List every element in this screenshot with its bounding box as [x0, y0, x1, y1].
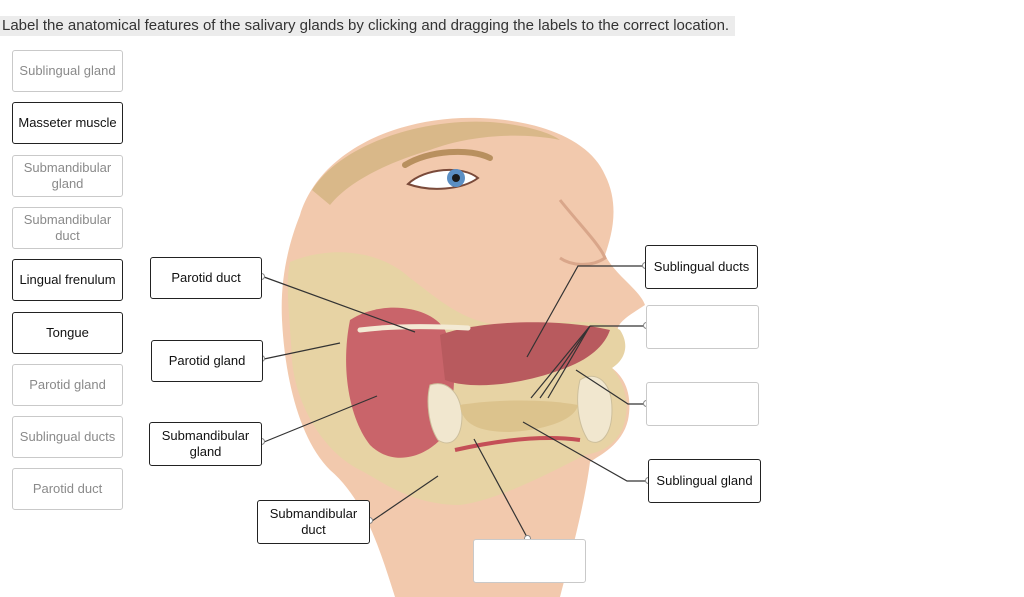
- masseter-muscle: [346, 307, 455, 458]
- drop-target-sublingual-ducts[interactable]: Sublingual ducts: [645, 245, 758, 289]
- drop-target-bottom-empty[interactable]: [473, 539, 586, 583]
- pupil: [452, 174, 460, 182]
- hair: [312, 121, 560, 205]
- bank-label-submandibular-gland[interactable]: Submandibular gland: [12, 155, 123, 197]
- bank-label-sublingual-ducts[interactable]: Sublingual ducts: [12, 416, 123, 458]
- drop-target-parotid-gland[interactable]: Parotid gland: [151, 340, 263, 382]
- bank-label-parotid-gland[interactable]: Parotid gland: [12, 364, 123, 406]
- drop-target-sublingual-gland[interactable]: Sublingual gland: [648, 459, 761, 503]
- mandible-bone: [427, 383, 463, 444]
- instruction-text: Label the anatomical features of the sal…: [0, 16, 736, 36]
- drop-target-submandibular-gland[interactable]: Submandibular gland: [149, 422, 262, 466]
- sublingual-gland-shape: [460, 400, 578, 432]
- drop-target-submandibular-duct[interactable]: Submandibular duct: [257, 500, 370, 544]
- mandible-bone-front: [577, 375, 613, 443]
- bank-label-lingual-frenulum[interactable]: Lingual frenulum: [12, 259, 123, 301]
- tongue: [440, 322, 610, 386]
- eyebrow: [402, 148, 493, 168]
- bank-label-masseter-muscle[interactable]: Masseter muscle: [12, 102, 123, 144]
- nose: [558, 199, 607, 266]
- bank-label-submandibular-duct[interactable]: Submandibular duct: [12, 207, 123, 249]
- bank-label-tongue[interactable]: Tongue: [12, 312, 123, 354]
- parotid-duct-shape: [357, 324, 471, 333]
- bank-label-sublingual-gland[interactable]: Sublingual gland: [12, 50, 123, 92]
- drop-target-parotid-duct[interactable]: Parotid duct: [150, 257, 262, 299]
- bank-label-parotid-duct[interactable]: Parotid duct: [12, 468, 123, 510]
- drop-target-right-empty-2[interactable]: [646, 382, 759, 426]
- submandibular-duct-shape: [454, 436, 581, 452]
- drop-target-right-empty-1[interactable]: [646, 305, 759, 349]
